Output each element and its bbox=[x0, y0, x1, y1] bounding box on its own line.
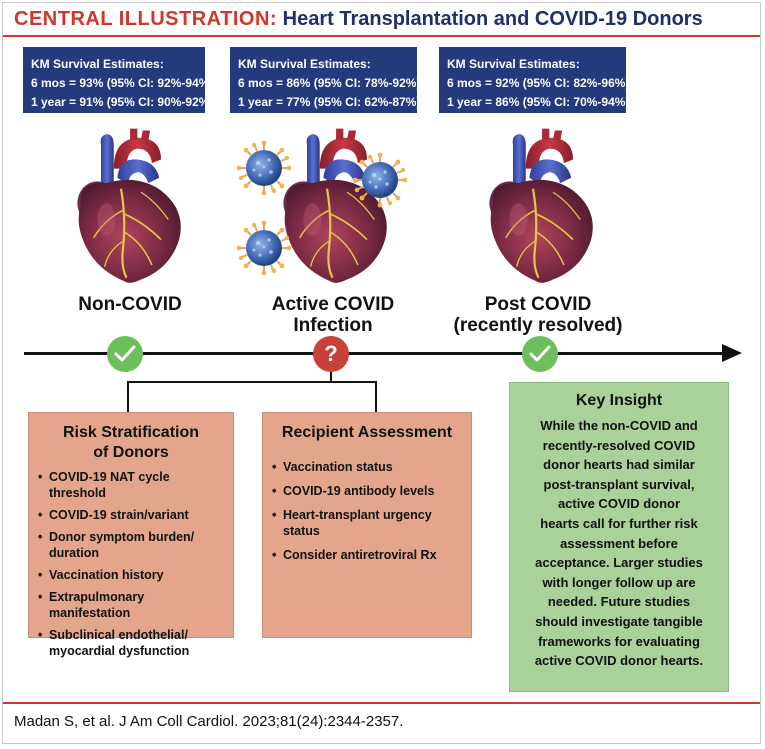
km-title: KM Survival Estimates: bbox=[238, 57, 371, 71]
title-divider bbox=[3, 35, 760, 37]
virus-icon bbox=[352, 152, 408, 208]
list-item: Subclinical endothelial/ bbox=[37, 627, 225, 643]
check-icon bbox=[107, 336, 143, 372]
recipient-list: Vaccination status COVID-19 antibody lev… bbox=[271, 459, 463, 563]
state-label-non-covid: Non-COVID bbox=[78, 294, 182, 315]
km-6mo: 6 mos = 86% (95% CI: 78%-92%)* bbox=[238, 76, 426, 90]
km-6mo: 6 mos = 93% (95% CI: 92%-94%) bbox=[31, 76, 214, 90]
figure-title: CENTRAL ILLUSTRATION: Heart Transplantat… bbox=[14, 8, 703, 31]
state-label-post-covid: Post COVID (recently resolved) bbox=[453, 294, 623, 336]
list-item: COVID-19 NAT cycle threshold bbox=[37, 469, 225, 501]
list-item: Consider antiretroviral Rx bbox=[271, 547, 463, 563]
connector-line bbox=[127, 381, 377, 383]
virus-icon bbox=[236, 220, 292, 276]
km-box-active-covid: KM Survival Estimates: 6 mos = 86% (95% … bbox=[230, 47, 426, 113]
recipient-assessment-panel: Recipient Assessment Vaccination status … bbox=[262, 412, 472, 638]
list-item: Vaccination status bbox=[271, 459, 463, 475]
risk-stratification-panel: Risk Stratification of Donors COVID-19 N… bbox=[28, 412, 234, 658]
key-insight-title: Key Insight bbox=[575, 392, 663, 409]
list-item: Vaccination history bbox=[37, 567, 225, 583]
km-box-post-covid: KM Survival Estimates: 6 mos = 92% (95% … bbox=[439, 47, 635, 113]
km-1yr: 1 year = 91% (95% CI: 90%-92%) bbox=[31, 95, 214, 109]
km-1yr: 1 year = 86% (95% CI: 70%-94%)* bbox=[447, 95, 635, 109]
citation: Madan S, et al. J Am Coll Cardiol. 2023;… bbox=[14, 713, 404, 730]
km-title: KM Survival Estimates: bbox=[31, 57, 164, 71]
risk-panel-title: Risk Stratification of Donors bbox=[62, 424, 200, 461]
connector-line bbox=[375, 381, 377, 413]
risk-list: COVID-19 NAT cycle threshold COVID-19 st… bbox=[37, 469, 225, 659]
question-icon: ? bbox=[313, 336, 349, 372]
recipient-panel-title: Recipient Assessment bbox=[281, 424, 453, 441]
check-icon bbox=[522, 336, 558, 372]
state-label-active-covid: Active COVID Infection bbox=[271, 294, 395, 336]
title-text: Heart Transplantation and COVID-19 Donor… bbox=[282, 8, 703, 30]
key-insight-panel: Key Insight While the non-COVID and rece… bbox=[509, 382, 729, 692]
km-box-non-covid: KM Survival Estimates: 6 mos = 93% (95% … bbox=[23, 47, 214, 113]
heart-illustration-non-covid bbox=[76, 127, 182, 284]
list-item-continuation: myocardial dysfunction bbox=[49, 644, 190, 658]
heart-illustration-post-covid bbox=[488, 127, 594, 284]
footer-divider bbox=[3, 702, 760, 704]
list-item: COVID-19 strain/variant bbox=[37, 507, 225, 523]
key-insight-text: While the non-COVID and recently-resolve… bbox=[534, 418, 704, 669]
timeline-axis bbox=[24, 352, 724, 355]
list-item-continuation: duration bbox=[49, 546, 99, 560]
virus-icon bbox=[236, 140, 292, 196]
list-item: Donor symptom burden/ bbox=[37, 529, 225, 545]
title-lead: CENTRAL ILLUSTRATION: bbox=[14, 8, 278, 30]
timeline-arrow-icon bbox=[722, 344, 742, 362]
km-6mo: 6 mos = 92% (95% CI: 82%-96%)* bbox=[447, 76, 635, 90]
km-1yr: 1 year = 77% (95% CI: 62%-87%)* bbox=[238, 95, 426, 109]
list-item: Extrapulmonary manifestation bbox=[37, 589, 225, 621]
list-item: COVID-19 antibody levels bbox=[271, 483, 463, 499]
connector-line bbox=[127, 381, 129, 413]
km-title: KM Survival Estimates: bbox=[447, 57, 580, 71]
list-item: Heart-transplant urgency status bbox=[271, 507, 463, 539]
connector-line bbox=[330, 372, 332, 382]
